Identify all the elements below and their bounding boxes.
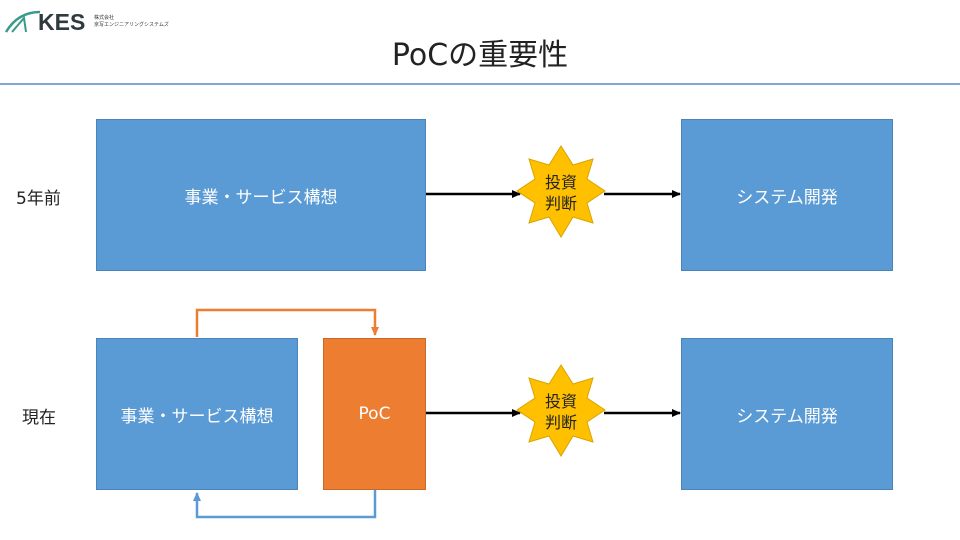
decision-label-past-line2: 判断 <box>544 194 577 213</box>
title-divider <box>0 83 960 85</box>
decision-label-current: 投資 判断 <box>516 391 606 433</box>
concept-box-past: 事業・サービス構想 <box>96 119 426 271</box>
decision-star-row2 <box>516 364 606 457</box>
decision-label-past: 投資 判断 <box>516 172 606 214</box>
decision-label-current-line1: 投資 <box>544 392 577 411</box>
page-title: PoCの重要性 <box>391 38 569 73</box>
decision-star-row1 <box>516 145 606 238</box>
company-logo: KES 株式会社 京写エンジニアリングシステムズ <box>4 8 169 36</box>
row-label-current: 現在 <box>22 408 56 428</box>
logo-mark-icon <box>4 10 41 33</box>
decision-label-past-line1: 投資 <box>544 173 577 192</box>
row-label-past: 5年前 <box>16 189 61 209</box>
logo-subtitle-line1: 株式会社 <box>94 15 115 21</box>
poc-box: PoC <box>323 338 426 490</box>
logo-subtitle-line2: 京写エンジニアリングシステムズ <box>94 22 169 28</box>
decision-label-current-line2: 判断 <box>544 413 577 432</box>
logo-brand: KES <box>38 9 86 35</box>
development-box-past: システム開発 <box>681 119 893 271</box>
feedback-arrow-poc-to-concept <box>193 490 377 519</box>
feedback-arrow-concept-to-poc <box>195 308 379 337</box>
concept-box-current: 事業・サービス構想 <box>96 338 298 490</box>
development-box-current: システム開発 <box>681 338 893 490</box>
